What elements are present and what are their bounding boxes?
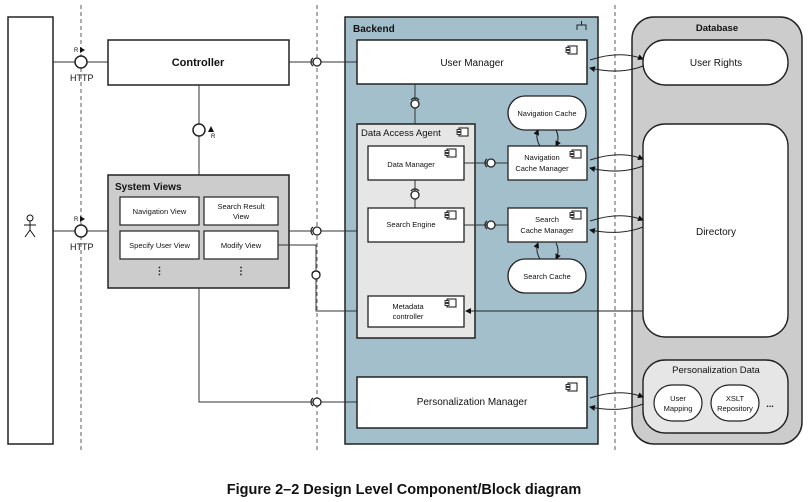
svg-text:Repository: Repository	[717, 404, 753, 413]
user-rights[interactable]	[642, 39, 789, 86]
search-cache-interface[interactable]	[486, 220, 496, 230]
svg-text:User: User	[670, 394, 686, 403]
svg-text:View: View	[233, 212, 250, 221]
more-views-indicator: ⋮	[155, 266, 165, 277]
data-access-interface[interactable]	[410, 99, 420, 109]
svg-text:XSLT: XSLT	[726, 394, 745, 403]
more-data-indicator: ...	[766, 399, 774, 409]
http-interface-top[interactable]	[74, 55, 88, 69]
specify-user-view[interactable]	[119, 230, 200, 260]
svg-text:Mapping: Mapping	[664, 404, 693, 413]
svg-text:Personalization Manager: Personalization Manager	[417, 397, 528, 408]
svg-text:Metadata: Metadata	[392, 302, 424, 311]
directory[interactable]	[642, 123, 789, 338]
user-mapping[interactable]	[653, 384, 703, 422]
svg-text:Directory: Directory	[696, 227, 736, 238]
arrow-icon	[80, 47, 85, 53]
svg-text:Search Result: Search Result	[217, 202, 265, 211]
svg-text:Navigation Cache: Navigation Cache	[517, 109, 576, 118]
more-views-indicator: ⋮	[236, 266, 246, 277]
svg-text:Search Engine: Search Engine	[386, 220, 435, 229]
svg-text:Navigation: Navigation	[524, 153, 559, 162]
controller-box[interactable]	[107, 39, 290, 86]
backend-interface[interactable]	[312, 226, 322, 236]
svg-text:Modify View: Modify View	[221, 241, 262, 250]
backend-title: Backend	[353, 24, 395, 35]
search-cache[interactable]	[507, 258, 587, 294]
component-icon	[565, 45, 578, 55]
role-label: R	[74, 48, 79, 54]
component-icon	[444, 210, 457, 220]
http-interface-bottom[interactable]	[74, 224, 88, 238]
data-access-agent-title: Data Access Agent	[361, 128, 441, 139]
svg-text:Search: Search	[535, 215, 559, 224]
figure-caption: Figure 2–2 Design Level Component/Block …	[227, 482, 582, 498]
svg-text:Search Cache: Search Cache	[523, 272, 571, 281]
controller-views-interface[interactable]	[192, 123, 206, 137]
svg-text:User Rights: User Rights	[690, 58, 742, 69]
subsystem-icon	[576, 21, 587, 30]
user-manager-label: User Manager	[440, 58, 504, 69]
svg-text:controller: controller	[393, 312, 424, 321]
component-icon	[444, 298, 457, 308]
user-manager-interface[interactable]	[312, 57, 322, 67]
svg-text:Personalization Data: Personalization Data	[672, 365, 760, 376]
http-label-bottom: HTTP	[70, 242, 94, 252]
data-flow-arrows	[589, 54, 644, 411]
arrow-icon	[208, 126, 214, 132]
navigation-view[interactable]	[119, 196, 200, 226]
component-icon	[569, 210, 582, 220]
svg-text:Cache Manager: Cache Manager	[515, 164, 569, 173]
personalization-interface[interactable]	[312, 397, 322, 407]
http-label-top: HTTP	[70, 73, 94, 83]
navigation-cache[interactable]	[507, 95, 587, 131]
xslt-repository[interactable]	[710, 384, 760, 422]
component-icon	[444, 148, 457, 158]
personalization-manager-box[interactable]	[356, 376, 588, 429]
search-engine-interface[interactable]	[410, 190, 420, 200]
component-icon	[565, 382, 578, 392]
controller-label: Controller	[172, 57, 225, 69]
user-manager-box[interactable]	[356, 39, 588, 85]
svg-text:Specify User View: Specify User View	[129, 241, 190, 250]
component-icon	[569, 149, 582, 159]
database-title: Database	[696, 23, 738, 34]
system-views-title: System Views	[115, 182, 182, 193]
arrow-icon	[80, 216, 85, 222]
search-result-view[interactable]	[203, 196, 279, 226]
svg-text:Data Manager: Data Manager	[387, 160, 435, 169]
stick-figure-icon	[24, 214, 36, 238]
nav-cache-interface[interactable]	[486, 158, 496, 168]
component-icon	[456, 127, 469, 137]
role-label: R	[211, 134, 216, 140]
role-label: R	[74, 217, 79, 223]
svg-text:Cache Manager: Cache Manager	[520, 226, 574, 235]
svg-text:Navigation View: Navigation View	[133, 207, 187, 216]
